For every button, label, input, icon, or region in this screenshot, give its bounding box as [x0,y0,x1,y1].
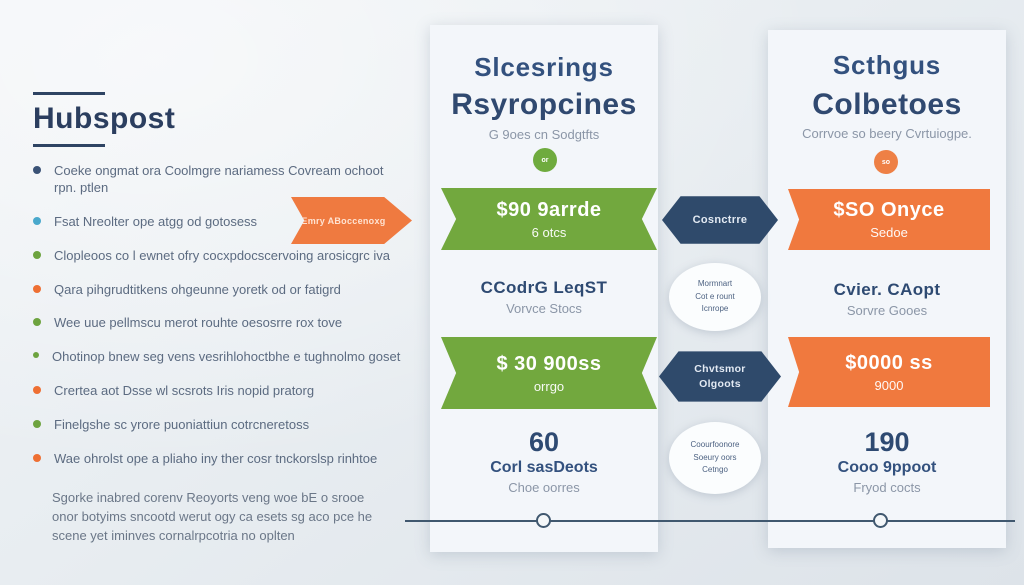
bullet-dot-icon [33,284,41,293]
mid-column-subtitle: G 9oes cn Sodgtfts [488,127,600,142]
timeline-dot-icon [536,513,551,528]
right-section2-title: Cvier. CAopt [833,280,941,299]
green-badge-icon: or [533,148,557,172]
bullet-text: Wee uue pellmscu merot rouhte oesosrre r… [54,315,343,331]
bullet-text: Wae ohrolst ope a pliaho iny ther cosr t… [54,451,378,467]
price-note: orrgo [533,378,565,394]
connector-label: Cosnctrre [692,213,748,226]
bullet-text: Coeke ongmat ora Coolmgre nariamess Covr… [54,163,384,195]
list-item: Crertea aot Dsse wl scsrots Iris nopid p… [33,383,401,400]
oval-badge-1: Mormnart Cot e rount Icnrope [669,263,761,331]
bullet-text: Finelgshe sc yrore puoniattiun cotrcnere… [54,417,310,433]
brand-title-block: Hubspost [33,92,175,147]
right-column-subtitle: Corrvoe so beery Cvrtuiogpe. [802,126,972,141]
hexagon-shape [662,196,778,244]
list-item: Clopleoos co l ewnet ofry cocxpdocscervo… [33,248,401,265]
price-amount: $ 30 900ss [496,352,602,375]
price-note: Sedoe [870,225,908,240]
bullet-dot-icon [33,250,41,259]
right-stat-label: Cooo 9ppoot [837,459,937,476]
price-ribbon-mid-2: $ 30 900ss orrgo [441,337,657,409]
bullet-dot-icon [33,352,39,359]
title-rule-bottom [33,144,105,147]
bullet-text: Fsat Nreolter ope atgg od gotosess [54,213,258,229]
bullet-text: Crertea aot Dsse wl scsrots Iris nopid p… [54,383,315,399]
orange-arrow-tag: Emry ABoccenoxg [291,197,412,244]
bullet-dot-icon [33,166,41,174]
connector-label: Chvtsmor [694,363,746,376]
connector-label: Olgoots [699,377,741,390]
bullet-dot-icon [33,420,41,429]
bullet-dot-icon [33,386,41,395]
mid-stat-label: Corl sasDeots [490,459,598,476]
hexagon-shape [659,351,781,402]
bullet-dot-icon [33,216,41,225]
mid-stat-sublabel: Choe oorres [508,480,580,495]
price-amount: $0000 ss [845,351,933,374]
mid-column-title-line1: Slcesrings [474,52,614,82]
price-note: 9000 [874,377,904,393]
brand-title: Hubspost [33,102,176,135]
right-stat-value: 190 [864,427,910,457]
list-item: Fsat Nreolter ope atgg od gotosess [33,214,401,231]
bullet-dot-icon [33,454,41,463]
navy-connector-1: Cosnctrre [662,193,778,247]
timeline-line [405,520,1015,522]
price-ribbon-mid-1: $90 9arrde 6 otcs [441,188,657,250]
list-item: Wae ohrolst ope a pliaho iny ther cosr t… [33,451,401,468]
bullet-text: Clopleoos co l ewnet ofry cocxpdocscervo… [54,247,390,263]
timeline-dot-icon [873,513,888,528]
oval-badge-2: Coourfoonore Soeury oors Cetngo [669,422,761,494]
oval-line: Mormnart [697,278,733,288]
mid-column-title-line2: Rsyropcines [451,88,637,121]
feature-bullet-list: Coeke ongmat ora Coolmgre nariamess Covr… [33,163,401,485]
orange-badge-icon: so [874,150,898,174]
oval-line: Cetngo [702,465,728,475]
list-item: Finelgshe sc yrore puoniattiun cotrcnere… [33,417,401,434]
right-section2-subtitle: Sorvre Gooes [846,303,928,318]
list-item: Ohotinop bnew seg vens vesrihlohoctbhe e… [33,349,401,366]
price-amount: $SO Onyce [833,199,945,221]
price-amount: $90 9arrde [496,198,602,221]
oval-line: Soeury oors [693,452,737,462]
mid-section2-subtitle: Vorvce Stocs [506,301,582,316]
footnote-paragraph: Sgorke inabred corenv Reoyorts veng woe … [52,490,373,543]
plan-card-middle [430,25,658,552]
right-stat-sublabel: Fryod cocts [853,480,921,495]
mid-section2-title: CCodrG LeqST [480,278,608,297]
bullet-dot-icon [33,318,41,327]
mid-stat-value: 60 [528,427,560,457]
right-column-title-line2: Colbetoes [812,88,962,121]
right-column-title-line1: Scthgus [832,50,942,80]
price-ribbon-right-2: $0000 ss 9000 [788,337,990,407]
list-item: Wee uue pellmscu merot rouhte oesosrre r… [33,315,401,332]
plan-card-right [768,30,1006,548]
list-item: Coeke ongmat ora Coolmgre nariamess Covr… [33,163,401,197]
title-rule-top [33,92,105,95]
oval-line: Icnrope [701,304,729,314]
oval-line: Cot e rount [695,291,735,301]
list-item: Qara pihgrudtitkens ohgeunne yoretk od o… [33,282,401,299]
price-ribbon-right-1: $SO Onyce Sedoe [788,189,990,250]
bullet-text: Qara pihgrudtitkens ohgeunne yoretk od o… [54,281,341,297]
navy-connector-2: Chvtsmor Olgoots [659,348,781,405]
bullet-text: Ohotinop bnew seg vens vesrihlohoctbhe e… [52,349,401,365]
price-note: 6 otcs [531,224,567,240]
oval-line: Coourfoonore [690,439,740,449]
